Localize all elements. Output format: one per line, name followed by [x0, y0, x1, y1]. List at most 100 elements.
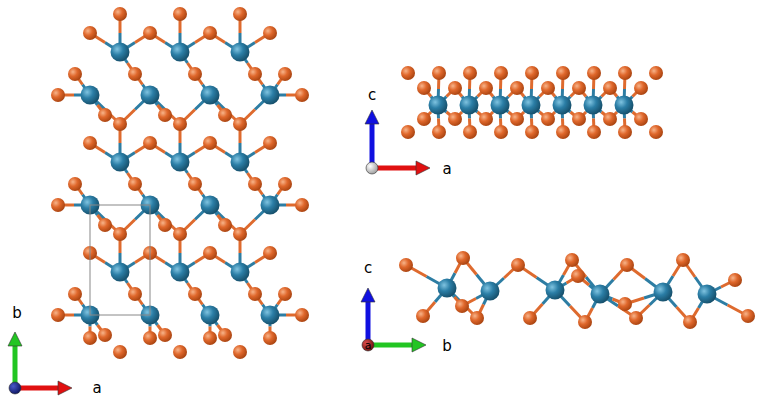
chalcogen-atom	[51, 308, 65, 322]
chalcogen-atom	[218, 328, 232, 342]
metal-atom	[231, 43, 250, 62]
chalcogen-atom	[456, 251, 470, 265]
chalcogen-atom	[649, 66, 663, 80]
chalcogen-atom	[634, 112, 648, 126]
axis-label: c	[368, 88, 376, 103]
chalcogen-atom	[218, 108, 232, 122]
chalcogen-atom	[587, 125, 601, 139]
metal-atom	[231, 153, 250, 172]
chalcogen-atom	[83, 136, 97, 150]
metal-atom	[111, 263, 130, 282]
chalcogen-atom	[143, 26, 157, 40]
chalcogen-atom	[203, 331, 217, 345]
axis-shaft	[372, 166, 416, 171]
chalcogen-atom	[401, 125, 415, 139]
axis-label: a	[92, 381, 101, 396]
axis-label: b	[442, 339, 452, 354]
chalcogen-atom	[83, 26, 97, 40]
chalcogen-atom	[399, 258, 413, 272]
chalcogen-atom	[618, 297, 632, 311]
chalcogen-atom	[417, 81, 431, 95]
chalcogen-atom	[248, 177, 262, 191]
chalcogen-atom	[113, 345, 127, 359]
chalcogen-atom	[510, 81, 524, 95]
metal-atom	[698, 285, 717, 304]
chalcogen-atom	[113, 227, 127, 241]
metal-atom	[261, 306, 280, 325]
chalcogen-atom	[556, 125, 570, 139]
chalcogen-atom	[479, 112, 493, 126]
chalcogen-atom	[603, 81, 617, 95]
chalcogen-atom	[188, 177, 202, 191]
axis-shaft	[15, 386, 58, 391]
chalcogen-atom	[278, 67, 292, 81]
chalcogen-atom	[278, 177, 292, 191]
chalcogen-atom	[173, 7, 187, 21]
metal-atom	[591, 285, 610, 304]
chalcogen-atom	[510, 112, 524, 126]
chalcogen-atom	[618, 66, 632, 80]
axis-label: c	[364, 261, 372, 276]
chalcogen-atom	[263, 26, 277, 40]
chalcogen-atom	[51, 198, 65, 212]
chalcogen-atom	[278, 287, 292, 301]
chalcogen-atom	[68, 67, 82, 81]
chalcogen-atom	[263, 246, 277, 260]
metal-atom	[654, 283, 673, 302]
chalcogen-atom	[263, 136, 277, 150]
chalcogen-atom	[416, 309, 430, 323]
chalcogen-atom	[233, 227, 247, 241]
axis-arrowhead	[361, 288, 375, 302]
chalcogen-atom	[556, 66, 570, 80]
chalcogen-atom	[295, 198, 309, 212]
chalcogen-atom	[173, 227, 187, 241]
axis-arrowhead	[58, 381, 72, 395]
chalcogen-atom	[649, 125, 663, 139]
metal-atom	[171, 43, 190, 62]
chalcogen-atom	[523, 311, 537, 325]
chalcogen-atom	[263, 331, 277, 345]
chalcogen-atom	[494, 66, 508, 80]
metal-atom	[615, 96, 634, 115]
metal-atom	[584, 96, 603, 115]
chalcogen-atom	[98, 218, 112, 232]
chalcogen-atom	[470, 311, 484, 325]
metal-atom	[201, 86, 220, 105]
chalcogen-atom	[248, 287, 262, 301]
chalcogen-atom	[741, 309, 755, 323]
chalcogen-atom	[158, 328, 172, 342]
chalcogen-atom	[295, 88, 309, 102]
chalcogen-atom	[511, 258, 525, 272]
chalcogen-atom	[455, 299, 469, 313]
axis-shaft	[368, 343, 412, 348]
chalcogen-atom	[629, 311, 643, 325]
chalcogen-atom	[158, 108, 172, 122]
chalcogen-atom	[233, 7, 247, 21]
chalcogen-atom	[68, 177, 82, 191]
chalcogen-atom	[565, 253, 579, 267]
metal-atom	[481, 282, 500, 301]
chalcogen-atom	[525, 66, 539, 80]
chalcogen-atom	[143, 331, 157, 345]
chalcogen-atom	[541, 81, 555, 95]
metal-atom	[201, 196, 220, 215]
chalcogen-atom	[494, 125, 508, 139]
chalcogen-atom	[233, 345, 247, 359]
metal-atom	[111, 153, 130, 172]
chalcogen-atom	[128, 287, 142, 301]
chalcogen-atom	[233, 117, 247, 131]
chalcogen-atom	[143, 136, 157, 150]
unit-cell	[90, 205, 150, 315]
axis-origin	[9, 382, 21, 394]
chalcogen-atom	[203, 246, 217, 260]
axis-arrowhead	[8, 332, 22, 346]
axis-label: a	[442, 162, 451, 177]
metal-atom	[231, 263, 250, 282]
metal-atom	[141, 86, 160, 105]
chalcogen-atom	[188, 287, 202, 301]
metal-atom	[546, 281, 565, 300]
chalcogen-atom	[128, 177, 142, 191]
metal-atom	[81, 86, 100, 105]
chalcogen-atom	[218, 218, 232, 232]
